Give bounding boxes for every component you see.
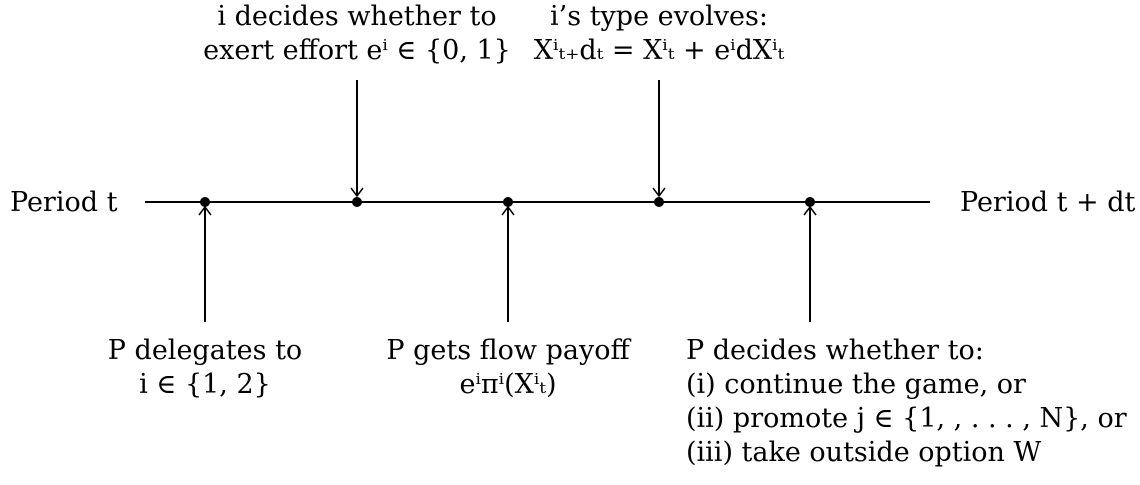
delegation-label-line-1: P delegates to (107, 335, 303, 366)
decision-label: P decides whether to: (i) continue the g… (686, 334, 1127, 470)
decision-label-line-3: (ii) promote j ∈ {1, , . . . , N}, or (686, 403, 1127, 434)
payoff-label-line-1: P gets flow payoff (386, 335, 630, 366)
delegation-label-line-2: i ∈ {1, 2} (139, 369, 271, 400)
arrow-head-type-evolution (652, 187, 666, 198)
arrow-head-effort (350, 187, 364, 198)
type-evolution-label-line-2: Xⁱₜ₊dₜ = Xⁱₜ + eⁱdXⁱₜ (533, 35, 785, 66)
effort-label: i decides whether to exert effort eⁱ ∈ {… (187, 0, 527, 68)
event-dot-effort (352, 197, 362, 207)
decision-label-line-4: (iii) take outside option W (686, 437, 1042, 468)
arrow-head-delegation (198, 205, 212, 216)
period-start-label: Period t (10, 187, 118, 218)
payoff-label-line-2: eⁱπⁱ(Xⁱₜ) (459, 369, 557, 400)
event-dot-payoff (503, 197, 513, 207)
decision-label-line-1: P decides whether to: (686, 335, 984, 366)
arrow-head-payoff (501, 205, 515, 216)
event-dot-type-evolution (654, 197, 664, 207)
effort-label-line-1: i decides whether to (217, 1, 497, 32)
payoff-label: P gets flow payoff eⁱπⁱ(Xⁱₜ) (358, 334, 658, 402)
period-end-label: Period t + dt (960, 187, 1136, 218)
type-evolution-label: i’s type evolves: Xⁱₜ₊dₜ = Xⁱₜ + eⁱdXⁱₜ (499, 0, 819, 68)
effort-label-line-2: exert effort eⁱ ∈ {0, 1} (203, 35, 511, 66)
type-evolution-label-line-1: i’s type evolves: (550, 1, 768, 32)
arrow-head-decision (803, 205, 817, 216)
event-dot-delegation (200, 197, 210, 207)
decision-label-line-2: (i) continue the game, or (686, 369, 1026, 400)
delegation-label: P delegates to i ∈ {1, 2} (80, 334, 330, 402)
event-dot-decision (805, 197, 815, 207)
